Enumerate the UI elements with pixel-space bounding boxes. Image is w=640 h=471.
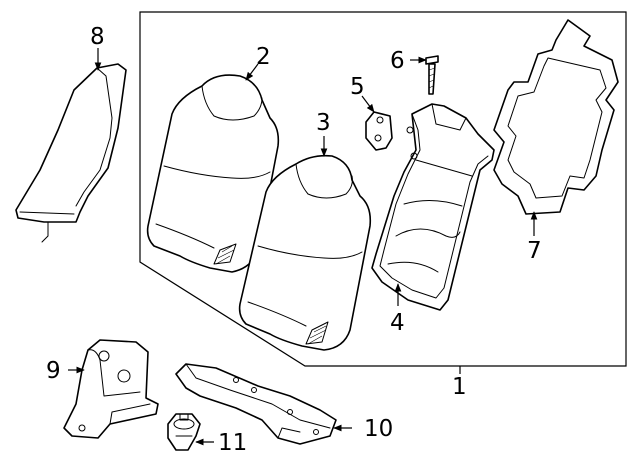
part-8-side-trim[interactable] [15, 63, 127, 243]
callout-3: 3 [316, 110, 331, 136]
callout-2: 2 [256, 44, 271, 70]
part-2-seat-back-cushion[interactable] [146, 74, 280, 273]
callout-4: 4 [390, 310, 405, 336]
callout-7: 7 [527, 238, 542, 264]
assembly-boundary [139, 11, 627, 367]
leader-lines [68, 48, 538, 446]
part-6-bolt[interactable] [425, 55, 439, 95]
callout-11: 11 [218, 430, 247, 456]
part-4-seat-back-frame[interactable] [371, 103, 495, 311]
part-7-back-panel[interactable] [493, 19, 619, 215]
callout-9: 9 [46, 358, 61, 384]
callout-8: 8 [90, 24, 105, 50]
part-5-bracket[interactable] [365, 111, 393, 151]
part-9-support-bracket[interactable] [63, 339, 159, 439]
part-11-clip[interactable] [167, 413, 201, 451]
part-10-lower-bracket[interactable] [175, 363, 337, 445]
callout-5: 5 [350, 74, 365, 100]
callout-1: 1 [452, 374, 467, 400]
part-3-seat-back-cushion[interactable] [238, 154, 372, 351]
callout-6: 6 [390, 48, 405, 74]
callout-10: 10 [364, 416, 393, 442]
